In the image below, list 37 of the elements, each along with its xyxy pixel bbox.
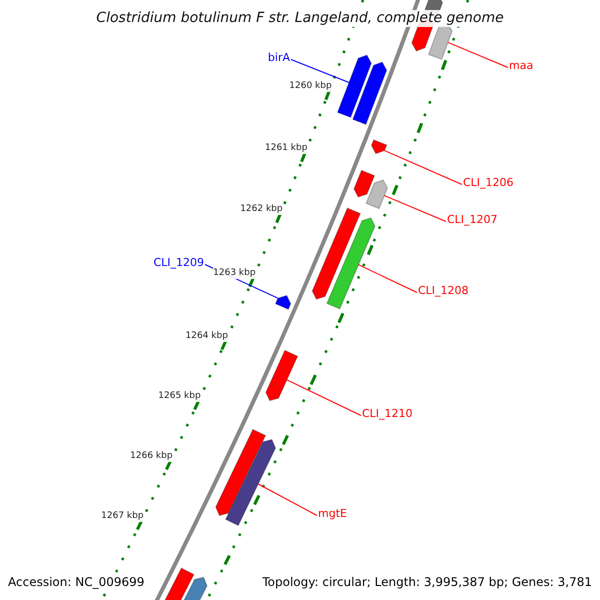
gene-label: mgtE bbox=[318, 507, 347, 520]
leader-line bbox=[358, 264, 418, 293]
gene-bar bbox=[274, 294, 292, 310]
gene-label: CLI_1207 bbox=[447, 213, 498, 226]
leader-line bbox=[258, 484, 318, 516]
gene-bar bbox=[365, 179, 388, 210]
gene-bar bbox=[370, 139, 388, 154]
scale-label: 1267 kbp bbox=[101, 511, 144, 522]
scale-label: 1263 kbp bbox=[213, 268, 256, 279]
leader-line bbox=[290, 59, 350, 83]
gene-bar bbox=[353, 170, 376, 198]
gene-label: CLI_1206 bbox=[463, 176, 514, 189]
scale-label: 1265 kbp bbox=[158, 391, 201, 402]
gene-bar bbox=[265, 350, 298, 402]
scale-label: 1261 kbp bbox=[265, 143, 308, 154]
scale-label: 1266 kbp bbox=[130, 451, 173, 462]
gene-label: CLI_1208 bbox=[418, 284, 469, 297]
gene-bar bbox=[326, 217, 376, 310]
leader-line bbox=[384, 195, 446, 222]
scale-label: 1260 kbp bbox=[289, 81, 332, 92]
scale-label: 1264 kbp bbox=[186, 331, 228, 342]
gene-bar bbox=[164, 567, 195, 600]
gene-label: maa bbox=[509, 59, 534, 72]
footer-text: Topology: circular; Length: 3,995,387 bp; Genes: 3,781 bbox=[262, 575, 592, 589]
leader-line bbox=[384, 150, 462, 185]
gene-bar bbox=[352, 62, 388, 126]
gene-label: CLI_1209 bbox=[153, 256, 204, 269]
gene-bar bbox=[215, 428, 266, 516]
gene-bar bbox=[312, 207, 361, 300]
footer-text: Accession: NC_009699 bbox=[8, 575, 144, 589]
gene-bar bbox=[225, 438, 276, 526]
scale-label: 1262 kbp bbox=[240, 204, 283, 215]
gene-label: CLI_1210 bbox=[362, 407, 413, 420]
leader-line bbox=[448, 42, 508, 68]
gene-bar bbox=[336, 54, 372, 118]
leader-line bbox=[286, 379, 362, 416]
gene-label: birA bbox=[268, 51, 290, 64]
